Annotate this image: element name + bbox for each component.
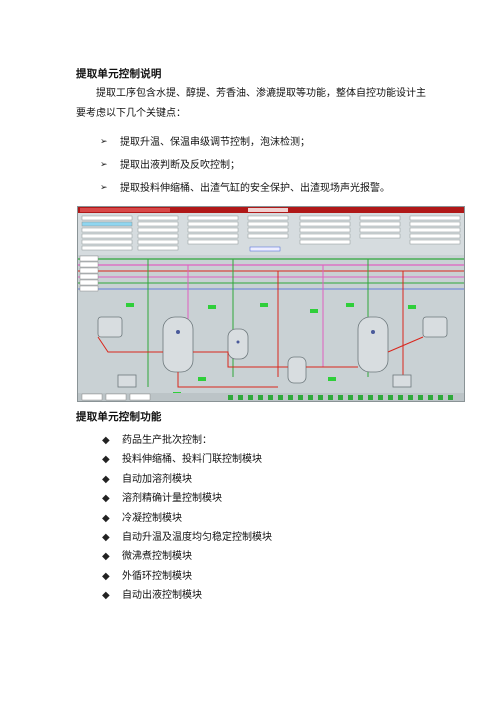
list-item: ◆ 自动加溶剂模块: [102, 470, 402, 489]
list-item: ◆ 外循环控制模块: [102, 567, 402, 586]
list-item: ◆ 自动出液控制模块: [102, 586, 402, 605]
intro-paragraph-text: 提取工序包含水提、醇提、芳香油、渗漉提取等功能，整体自控功能设计主要考虑以下几个…: [76, 88, 426, 119]
diamond-bullet-icon: ◆: [102, 435, 110, 446]
list-item: ◆ 投料伸缩桶、投料门联控制模块: [102, 450, 402, 469]
list-item-text: 自动升温及温度均匀稳定控制模块: [122, 531, 272, 543]
list-item: ◆ 冷凝控制模块: [102, 509, 402, 528]
control-functions-list: ◆ 药品生产批次控制： ◆ 投料伸缩桶、投料门联控制模块 ◆ 自动加溶剂模块 ◆ 溶剂精…: [102, 431, 402, 606]
list-item-text: 自动出液控制模块: [122, 590, 202, 602]
list-item: ➢ 提取升温、保温串级调节控制，泡沫检测；: [100, 131, 440, 154]
section-heading-control-description: 提取单元控制说明: [76, 68, 162, 80]
receiver-tank: [287, 356, 307, 384]
list-item-text: 冷凝控制模块: [122, 512, 182, 524]
list-item: ➢ 提取投料伸缩桶、出渣气缸的安全保护、出渣现场声光报警。: [100, 177, 440, 200]
list-item-text: 溶剂精确计量控制模块: [122, 493, 222, 505]
list-item-text: 投料伸缩桶、投料门联控制模块: [122, 454, 262, 466]
diamond-bullet-icon: ◆: [102, 473, 110, 485]
scada-process-screenshot: [77, 206, 465, 402]
arrow-bullet-icon: ➢: [100, 137, 108, 147]
diamond-bullet-icon: ◆: [102, 454, 110, 466]
list-item: ◆ 自动升温及温度均匀稳定控制模块: [102, 528, 402, 547]
list-item-text: 外循环控制模块: [122, 570, 192, 582]
list-item: ◆ 微沸煮控制模块: [102, 547, 402, 566]
list-item: ◆ 溶剂精确计量控制模块: [102, 489, 402, 508]
diamond-bullet-icon: ◆: [102, 512, 110, 524]
list-item-text: 自动加溶剂模块: [122, 473, 192, 485]
diamond-bullet-icon: ◆: [102, 493, 110, 505]
list-item-text: 药品生产批次控制：: [122, 435, 212, 446]
list-item: ➢ 提取出液判断及反吹控制；: [100, 154, 440, 177]
scada-diagram: [78, 207, 464, 401]
list-item-text: 提取出液判断及反吹控制；: [120, 160, 240, 171]
diamond-bullet-icon: ◆: [102, 570, 110, 582]
list-item-text: 提取升温、保温串级调节控制，泡沫检测；: [120, 137, 310, 148]
diamond-bullet-icon: ◆: [102, 551, 110, 563]
section-heading-control-functions: 提取单元控制功能: [76, 411, 162, 423]
intro-paragraph: 提取工序包含水提、醇提、芳香油、渗漉提取等功能，整体自控功能设计主要考虑以下几个…: [76, 84, 434, 124]
diamond-bullet-icon: ◆: [102, 590, 110, 602]
key-points-list: ➢ 提取升温、保温串级调节控制，泡沫检测； ➢ 提取出液判断及反吹控制； ➢ 提取投料…: [100, 131, 440, 200]
list-item-text: 微沸煮控制模块: [122, 551, 192, 563]
list-item-text: 提取投料伸缩桶、出渣气缸的安全保护、出渣现场声光报警。: [120, 183, 390, 194]
arrow-bullet-icon: ➢: [100, 183, 108, 193]
diamond-bullet-icon: ◆: [102, 531, 110, 543]
list-item: ◆ 药品生产批次控制：: [102, 431, 402, 450]
arrow-bullet-icon: ➢: [100, 160, 108, 170]
extraction-tank-right: [357, 316, 389, 373]
extraction-tank-left: [162, 316, 194, 373]
condenser-center: [227, 328, 249, 360]
